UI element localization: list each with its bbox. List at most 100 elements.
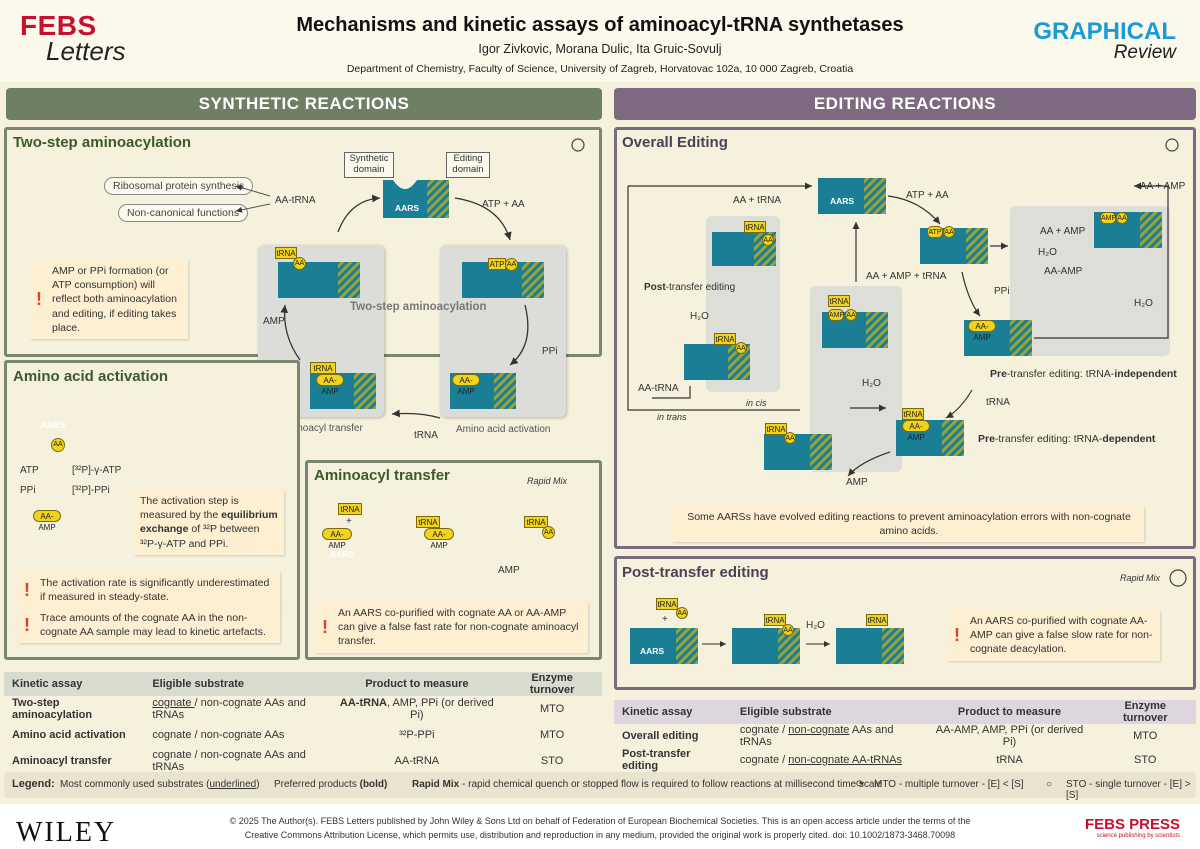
edit-aars-label: AARS <box>830 196 855 206</box>
arrow-6 <box>235 184 271 197</box>
febs-press-title: FEBS PRESS <box>1084 816 1180 833</box>
synthetic-banner: SYNTHETIC REACTIONS <box>6 88 602 120</box>
row-turnover: MTO <box>540 703 565 715</box>
edit-aa-chip-3: AA <box>845 309 857 321</box>
edit-amp-chip: AMP <box>828 309 844 321</box>
post-trna-chip: tRNA <box>656 598 678 610</box>
overall-editing-panel <box>614 127 1196 549</box>
transfer-trna-chip-3: tRNA <box>524 516 548 528</box>
legend-item-5: STO - single turnover - [E] > [S] <box>1066 779 1191 801</box>
legend-item-3-b: Rapid Mix <box>412 779 460 790</box>
aars-top-label: AARS <box>395 203 420 213</box>
edit-trna-chip-4: tRNA <box>902 408 924 420</box>
aa-amp-chip-2: AA-AMP <box>452 374 480 396</box>
activation-note-1: ! The activation rate is significantly u… <box>18 572 280 609</box>
row-substrate: cognate / non-cognate AA-tRNAs <box>732 748 925 772</box>
edit-aa-amp-chip-2: AA-AMP <box>902 420 930 442</box>
transfer-aars-label: AARS <box>330 549 355 559</box>
febs-letters-logo: FEBS Letters <box>20 10 126 67</box>
enzyme-left-top <box>278 262 360 298</box>
footer: WILEY © 2025 The Author(s). FEBS Letters… <box>0 804 1200 849</box>
transfer-trna-chip-2: tRNA <box>416 516 440 528</box>
act-aa-amp-chip: AA-AMP <box>33 510 61 532</box>
trna-label: tRNA <box>414 430 438 441</box>
post-aa-chip-2: AA <box>782 624 794 636</box>
edit-trna-chip-1: tRNA <box>744 221 766 233</box>
row-assay: Amino acid activation <box>12 729 126 741</box>
post-transfer-editing-label: Post-transfer editing <box>644 282 735 293</box>
edit-aa-trna: AA-tRNA <box>638 383 679 394</box>
transfer-note-text: An AARS co-purified with cognate AA or A… <box>338 607 579 648</box>
activation-note-2-text: Trace amounts of the cognate AA in the n… <box>40 612 266 639</box>
row-turnover: MTO <box>540 729 565 741</box>
activation-note-2: ! Trace amounts of the cognate AA in the… <box>18 607 280 644</box>
post-h2o: H₂O <box>806 620 825 631</box>
synthetic-domain-tag: Synthetic domain <box>344 152 394 178</box>
post-rapid-mix-label: Rapid Mix <box>1120 573 1161 583</box>
amp-label: AMP <box>263 316 285 327</box>
graphical-review-logo: GRAPHICAL Review <box>1033 18 1176 64</box>
row-substrate-c: AAs and tRNAs <box>739 724 894 748</box>
copyright-line-2: Creative Commons Attribution License, wh… <box>244 830 956 841</box>
in-trans-label: in trans <box>657 412 687 422</box>
row-product-rest: , AMP, PPi (or derived Pi) <box>386 697 494 721</box>
edit-aa-amp-lbl: AA-AMP <box>1044 266 1083 277</box>
row-substrate-u: non-cognate AA-tRNAs <box>788 754 902 766</box>
warning-icon: ! <box>36 289 42 310</box>
row-product: ³²P-PPi <box>399 729 435 741</box>
editing-banner: EDITING REACTIONS <box>614 88 1196 120</box>
edit-aa-amp-mid: AA + AMP <box>1040 226 1086 237</box>
pre-dep-label: Pre-transfer editing: tRNA-dependent <box>978 433 1155 445</box>
aa-chip: AA <box>293 257 306 270</box>
affiliation: Department of Chemistry, Faculty of Scie… <box>346 63 854 75</box>
rapid-mix-label: Rapid Mix <box>527 476 568 486</box>
info-bold: equilibrium exchange <box>140 509 278 536</box>
row-substrate: cognate / non-cognate AAs and tRNAs <box>732 724 925 748</box>
ppi-radio-label: [³²P]-PPi <box>72 485 110 496</box>
febs-press-logo: FEBS PRESS science publishing by scienti… <box>1085 816 1180 839</box>
edit-arrow-6 <box>627 186 800 411</box>
trna-chip: tRNA <box>275 247 297 259</box>
two-step-note: ! AMP or PPi formation (or ATP consumpti… <box>30 260 188 339</box>
legend-item-2: Preferred products (bold) <box>274 779 387 790</box>
pre-dep-end: dependent <box>1102 433 1156 445</box>
row-substrate-a: cognate / <box>739 754 789 766</box>
warning-icon: ! <box>954 625 960 646</box>
post-aa-chip: AA <box>676 607 688 619</box>
post-plus: + <box>662 614 668 625</box>
edit-atp-aa: ATP + AA <box>906 190 949 201</box>
legend-item-1-u: underlined <box>209 779 257 790</box>
legend-bar: Legend: Most commonly used substrates (u… <box>4 772 1196 801</box>
edit-enzyme-post-1 <box>712 232 776 266</box>
transfer-note: ! An AARS co-purified with cognate AA or… <box>316 602 588 653</box>
arrow-1 <box>337 194 381 233</box>
legend-item-1-a: Most commonly used substrates ( <box>60 779 210 790</box>
warning-icon: ! <box>24 580 30 601</box>
edit-arrow-8 <box>652 386 691 399</box>
post-enzyme-3 <box>836 628 904 664</box>
two-step-center-label: Two-step aminoacylation <box>350 301 487 313</box>
edit-amp-chip-2: AMP <box>1100 212 1116 224</box>
gr-top: GRAPHICAL <box>1033 18 1176 45</box>
activation-title: Amino acid activation <box>13 368 169 385</box>
row-turnover: MTO <box>1133 730 1158 742</box>
row-assay: Two-step aminoacylation <box>12 697 93 721</box>
atp-chip: ATP <box>488 258 506 270</box>
transfer-title: Aminoacyl transfer <box>314 467 450 484</box>
row-product: AA-tRNA <box>394 755 440 767</box>
trna-chip-2: tRNA <box>310 362 336 374</box>
table-row: Overall editing cognate / non-cognate AA… <box>614 724 1196 748</box>
activation-info: The activation step is measured by the e… <box>134 490 284 555</box>
activation-aa-chip: AA <box>51 438 65 452</box>
row-substrate-u: non-cognate <box>788 724 850 736</box>
post-rest: -transfer editing <box>665 282 736 293</box>
pre-indep-bold: Pre <box>990 368 1007 380</box>
row-assay: Overall editing <box>622 730 699 742</box>
noncanonical-pill: Non-canonical functions <box>118 204 249 222</box>
kinetic-table-right: Kinetic assay Eligible substrate Product… <box>614 700 1196 772</box>
amino-acid-activation-label: Amino acid activation <box>456 424 551 435</box>
edit-aars-top <box>818 178 886 214</box>
transfer-aa-amp-chip-2: AA-AMP <box>424 528 454 550</box>
logo-top: FEBS <box>20 10 97 41</box>
table-row: Post-transfer editing cognate / non-cogn… <box>614 748 1196 772</box>
